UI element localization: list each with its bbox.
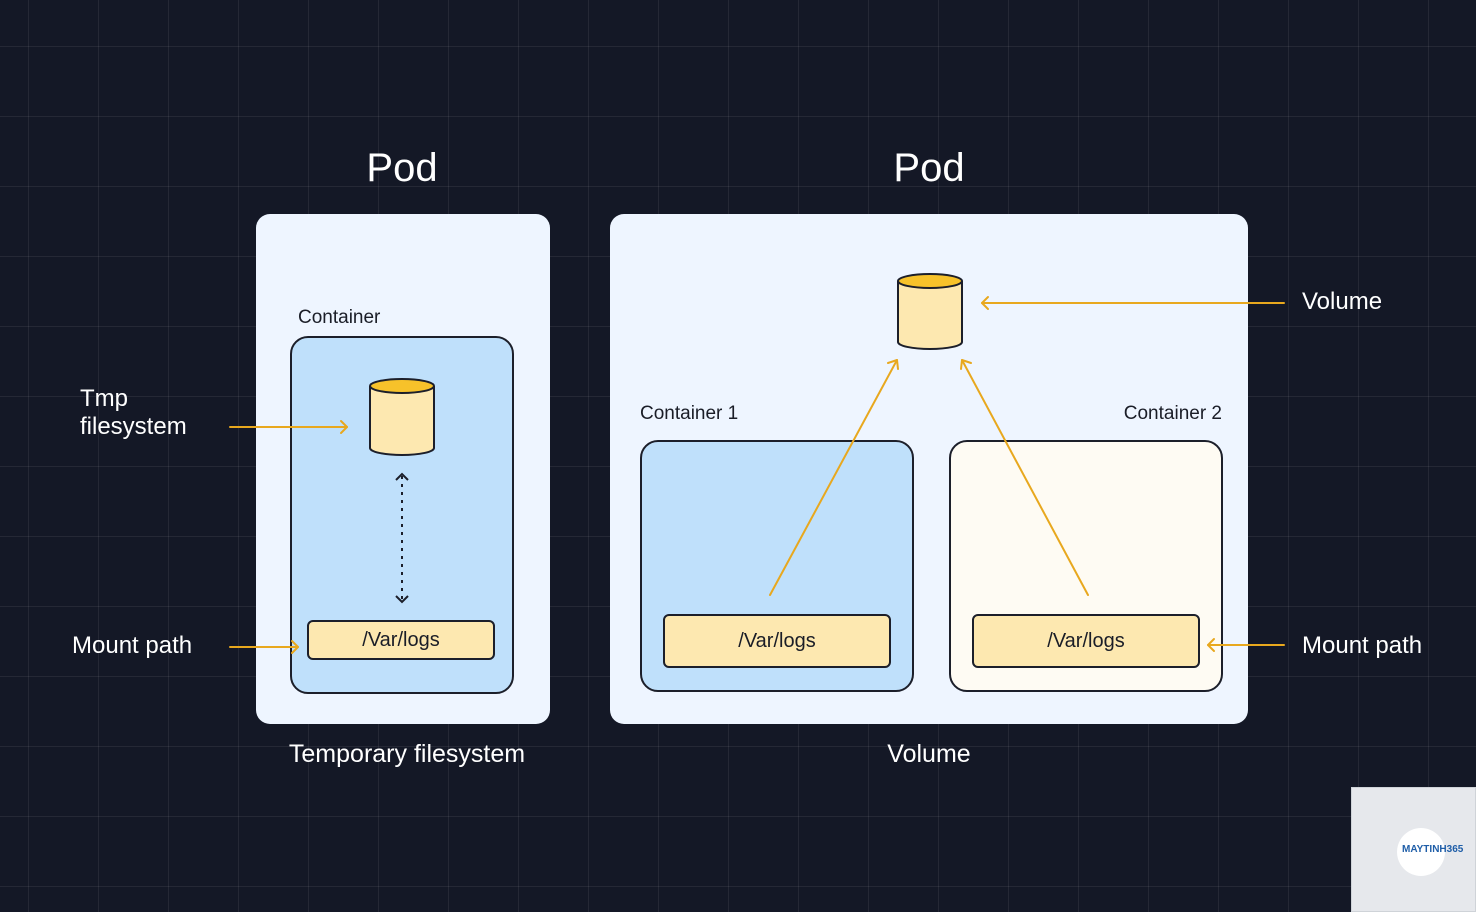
right-pod-title: Pod — [893, 146, 965, 190]
left-container-label: Container — [298, 307, 381, 328]
container-2-label: Container 2 — [1123, 403, 1222, 424]
left-mount-path-box: /Var/logs — [307, 620, 495, 660]
right-pod-caption: Volume — [887, 740, 971, 768]
watermark-brand-text: MAYTINH365 — [1402, 844, 1464, 855]
mount-path-right-arrow-icon — [1207, 638, 1285, 652]
volume-arrow-icon — [981, 296, 1285, 310]
volume-label: Volume — [1302, 288, 1383, 315]
tmp-filesystem-cylinder-icon — [369, 378, 435, 456]
container-1-label: Container 1 — [640, 403, 739, 424]
mount-path-right-label: Mount path — [1302, 632, 1423, 659]
mount-link-dotted-arrow-icon — [395, 472, 409, 604]
left-pod-title: Pod — [366, 146, 438, 190]
container-2-mount-path-box: /Var/logs — [972, 614, 1200, 668]
mount-path-left-arrow-icon — [229, 640, 299, 654]
mount-path-left-label: Mount path — [72, 632, 193, 659]
volume-cylinder-icon — [897, 273, 963, 350]
watermark-logo: MAYTINH365 — [1351, 787, 1476, 912]
left-pod-caption: Temporary filesystem — [288, 740, 526, 768]
container-1-mount-path-box: /Var/logs — [663, 614, 891, 668]
container-2-to-volume-arrow-icon — [960, 359, 1089, 596]
tmp-filesystem-label: Tmp filesystem — [80, 385, 187, 440]
tmp-filesystem-arrow-icon — [229, 420, 348, 434]
watermark-circle-icon — [1397, 828, 1445, 876]
container-1-to-volume-arrow-icon — [769, 359, 899, 596]
